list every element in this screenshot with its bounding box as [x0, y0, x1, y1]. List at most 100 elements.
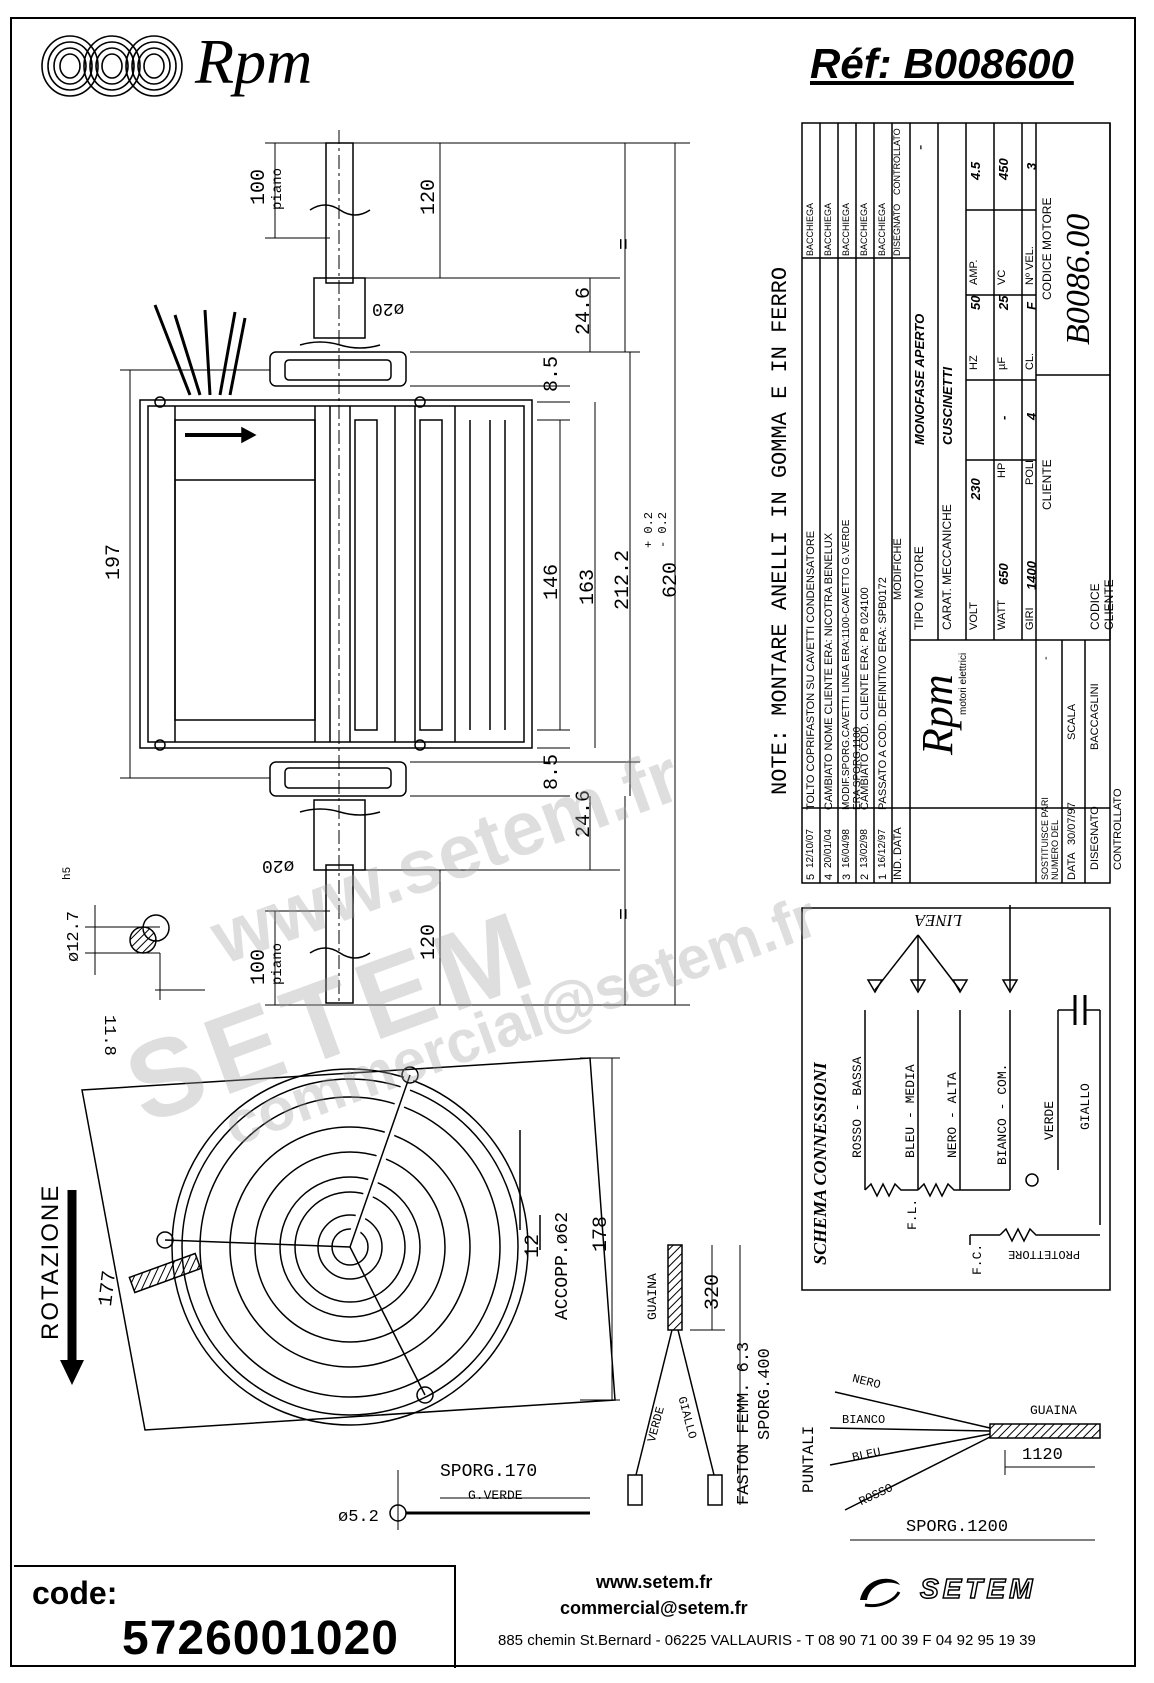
- rev4-by: BACCHIEGA: [823, 202, 833, 256]
- wire-bianco: BIANCO - COM.: [995, 1063, 1010, 1165]
- vc-label: VC: [996, 269, 1008, 285]
- wire-bleu: BLEU - MEDIA: [903, 1064, 918, 1158]
- dim-1120: 1120: [1022, 1446, 1063, 1465]
- rev5-by: BACCHIEGA: [805, 202, 815, 256]
- rev2-by: BACCHIEGA: [859, 202, 869, 256]
- label-sporg400: SPORG.400: [756, 1348, 775, 1440]
- code-label: code:: [32, 1575, 118, 1611]
- label-sporg1200: SPORG.1200: [906, 1518, 1009, 1537]
- assembly-note: NOTE: MONTARE ANELLI IN GOMMA E IN FERRO: [768, 266, 793, 795]
- titleblock-rpm-sub: motori elettrici: [958, 652, 969, 715]
- schema-title: SCHEMA CONNESSIONI: [810, 1062, 830, 1265]
- dim-177: 177: [95, 1269, 123, 1308]
- rev-header-by: DISEGNATO: [892, 203, 902, 256]
- dim-8.5-top: 8.5: [541, 355, 564, 392]
- codice-motore-label: CODICE MOTORE: [1040, 197, 1054, 300]
- rev3-date: 16/04/98: [841, 829, 852, 868]
- dim-620: 620: [660, 561, 683, 598]
- rev1-ind: 1: [877, 873, 889, 880]
- wire-verde: VERDE: [1042, 1100, 1057, 1140]
- rev1-date: 16/12/97: [877, 829, 888, 868]
- data-value: 30/07/97: [1066, 802, 1078, 845]
- rev4-text: CAMBIATO NOME CLIENTE ERA: NICOTRA BENEL…: [823, 532, 835, 810]
- dim-11.8: 11.8: [99, 1015, 118, 1056]
- code-box: code: 5726001020: [14, 1565, 456, 1668]
- dim-accopp: ACCOPP.ø62: [553, 1211, 573, 1320]
- rev1-by: BACCHIEGA: [877, 202, 887, 256]
- hp-value: -: [996, 415, 1011, 420]
- footer-web[interactable]: www.setem.fr: [596, 1572, 713, 1592]
- uf-label: µF: [996, 356, 1008, 370]
- motor-side-view: [139, 130, 533, 1005]
- dim-shaft-bot: 120: [418, 923, 441, 960]
- dim-24-bot: 24.6: [573, 789, 596, 838]
- dim-piano-bot-label: piano: [270, 942, 286, 985]
- shaft-end-detail: [85, 905, 205, 1000]
- wire-giallo: GIALLO: [1078, 1083, 1093, 1130]
- hz-value: 50: [968, 295, 983, 310]
- motor-front-view: [81, 1057, 620, 1431]
- amp-label: AMP.: [968, 259, 980, 285]
- carat-label: CARAT. MECCANICHE: [940, 504, 954, 630]
- disegnato-label: DISEGNATO: [1089, 806, 1101, 870]
- volt-label: VOLT: [968, 602, 980, 630]
- footer-email[interactable]: commercial@setem.fr: [560, 1598, 748, 1618]
- dim-24-top: 24.6: [573, 286, 596, 335]
- schema-fl: F.L.: [905, 1198, 920, 1230]
- label-bianco: BIANCO: [842, 1413, 886, 1427]
- rpm-logo-icon: [41, 35, 183, 97]
- data-label: DATA: [1066, 852, 1078, 880]
- rotation-label: ROTAZIONE: [37, 1183, 64, 1340]
- rev5-ind: 5: [805, 873, 817, 880]
- schema-protettore: PROTETTORE: [1008, 1247, 1081, 1261]
- dim-178: 178: [590, 1215, 613, 1252]
- rev2-text: CAMBIATO COD. CLIENTE ERA: PB 024100: [859, 587, 871, 810]
- amp-value: 4.5: [968, 161, 983, 180]
- wire-rosso: ROSSO - BASSA: [850, 1056, 865, 1158]
- dim-320: 320: [702, 1273, 725, 1310]
- disegnato-value: BACCAGLINI: [1089, 683, 1101, 750]
- footer-address: 885 chemin St.Bernard - 06225 VALLAURIS …: [498, 1632, 1036, 1649]
- dim-piano-top-label: piano: [270, 167, 286, 210]
- label-guaina: GUAINA: [645, 1273, 660, 1320]
- rev3-ind: 3: [841, 873, 853, 880]
- dim-620-tolerance: + 0.2 - 0.2: [642, 511, 670, 548]
- rev2-date: 13/02/98: [859, 829, 870, 868]
- tipo-motore: MONOFASE APERTO: [912, 313, 927, 445]
- dim-163: 163: [577, 568, 600, 605]
- giri-value: 1400: [1024, 561, 1039, 590]
- rev5-date: 12/10/07: [805, 829, 816, 868]
- dim-h5: h5: [62, 866, 74, 880]
- cl-label: CL.: [1024, 352, 1036, 370]
- cable-detail: [389, 1244, 1101, 1541]
- rev4-date: 20/01/04: [823, 829, 834, 868]
- uf-value: 25: [996, 295, 1011, 310]
- dim-equal-bot: =: [614, 907, 637, 920]
- wire-nero: NERO - ALTA: [945, 1072, 960, 1158]
- dim-phi5.2: ø5.2: [338, 1508, 379, 1527]
- label-puntali: PUNTALI: [800, 1425, 818, 1493]
- code-value: 5726001020: [122, 1612, 399, 1665]
- rev5-text: TOLTO COPRIFASTON SU CAVETTI CONDENSATOR…: [805, 530, 817, 810]
- rev3-by: BACCHIEGA: [841, 202, 851, 256]
- dim-212: 212.2: [612, 549, 635, 610]
- dim-phi12.7: ø12.7: [65, 910, 84, 962]
- label-sporg170: SPORG.170: [440, 1462, 538, 1482]
- vel-label: Nº VEL.: [1024, 246, 1036, 285]
- label-guaina2: GUAINA: [1030, 1403, 1077, 1418]
- rev-header-ctrl: CONTROLLATO: [892, 128, 902, 195]
- wiring-schema: [864, 905, 1101, 1245]
- hz-label: HZ: [968, 355, 980, 370]
- dim-12: 12: [522, 1233, 545, 1258]
- footer-brand: SETEM: [919, 1572, 1037, 1605]
- rev-header-text: MODIFICHE: [892, 538, 904, 600]
- label-faston: FASTON FEMM. 6.3: [735, 1341, 754, 1505]
- volt-value: 230: [968, 478, 983, 500]
- rev-header-ind: IND.: [892, 858, 904, 880]
- dim-8.5-bot: 8.5: [541, 753, 564, 790]
- sostituisce-label: SOSTITUISCE PARI NUMERO DEL: [1040, 797, 1060, 880]
- dim-piano-bot: 100: [248, 948, 271, 985]
- titleblock-rpm-brand: Rpm: [913, 674, 962, 755]
- codice-cliente-label: CODICE CLIENTE: [1088, 579, 1116, 630]
